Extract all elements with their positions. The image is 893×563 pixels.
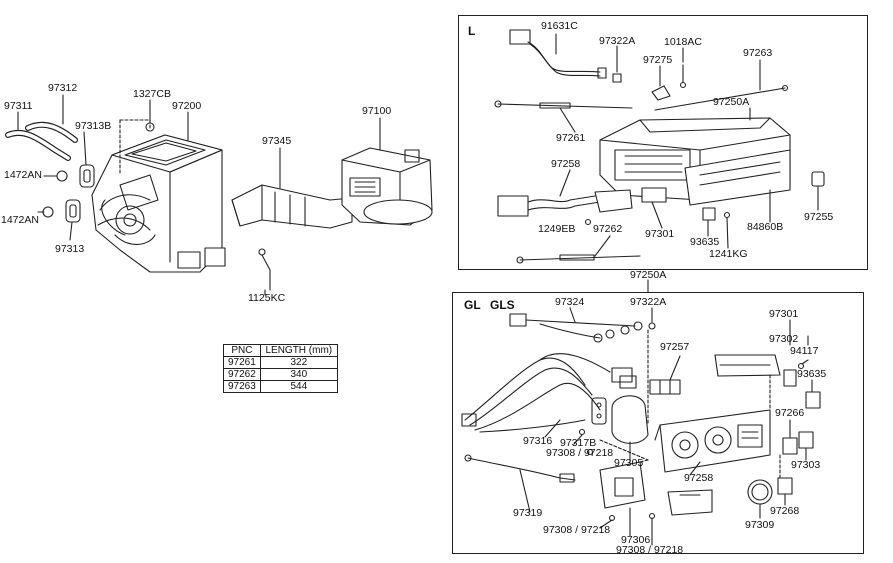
hose-97311 <box>5 121 78 161</box>
switch-97301-bot <box>714 354 821 409</box>
panel-gl-gls <box>452 292 864 554</box>
bracket-97306 <box>599 461 713 516</box>
blower-97100 <box>341 147 433 226</box>
label-97266: 97266 <box>775 407 805 419</box>
label-97200: 97200 <box>172 100 202 112</box>
label-1249EB: 1249EB <box>538 223 576 235</box>
cable-97263 <box>654 87 786 111</box>
harness-91631C <box>509 29 607 79</box>
left-leaders <box>17 94 381 296</box>
label-84860B: 84860B <box>747 221 784 233</box>
label-1472AN-b: 1472AN <box>1 214 39 226</box>
duct-97345 <box>231 184 353 229</box>
panel-l <box>458 15 868 270</box>
label-97308-97218-b: 97308 / 97218 <box>543 524 611 536</box>
top-panel-leaders <box>555 33 819 257</box>
table-row: 97262 340 <box>223 368 338 381</box>
label-1125KC: 1125KC <box>248 292 286 304</box>
label-97306: 97306 <box>621 534 651 546</box>
label-1241KG: 1241KG <box>709 248 748 260</box>
label-97313B: 97313B <box>75 120 112 132</box>
label-97261: 97261 <box>556 132 586 144</box>
table-cell-length: 322 <box>259 356 338 369</box>
label-97262: 97262 <box>593 223 623 235</box>
label-1018AC: 1018AC <box>664 36 702 48</box>
grommets <box>42 164 95 223</box>
knob-97309 <box>747 479 773 505</box>
table-row: 97263 544 <box>223 380 338 393</box>
switch-97257 <box>649 379 681 395</box>
label-97322A-bot: 97322A <box>630 296 667 308</box>
knob-93635 <box>702 207 716 221</box>
label-1327CB: 1327CB <box>133 88 171 100</box>
bezel-84860B <box>684 149 791 206</box>
table-header-length: LENGTH (mm) <box>259 344 338 357</box>
label-91631C: 91631C <box>541 20 578 32</box>
label-97308-97218-c: 97308 / 97218 <box>616 544 684 556</box>
label-97275: 97275 <box>643 54 673 66</box>
cable-97319 <box>464 454 576 483</box>
label-97345: 97345 <box>262 135 292 147</box>
switch-97301 <box>641 187 667 203</box>
label-97301-top: 97301 <box>645 228 675 240</box>
label-97303: 97303 <box>791 459 821 471</box>
assembly-lines <box>599 329 781 479</box>
harness-97258-top <box>497 189 633 217</box>
clip-97322A <box>612 73 622 83</box>
label-97319: 97319 <box>513 507 543 519</box>
label-94117: 94117 <box>790 345 819 357</box>
table-cell-pnc: 97261 <box>223 356 261 369</box>
clip-97275 <box>651 85 671 101</box>
label-97302: 97302 <box>769 333 799 345</box>
label-97301-bot: 97301 <box>769 308 799 320</box>
table-header-pnc: PNC <box>223 344 261 357</box>
panel-tag-gl: GL <box>464 298 481 312</box>
label-97258-top: 97258 <box>551 158 581 170</box>
label-97316: 97316 <box>523 435 553 447</box>
table-cell-length: 340 <box>259 368 338 381</box>
wiring-97316 <box>461 353 637 433</box>
label-97258-bot: 97258 <box>684 472 714 484</box>
label-97257: 97257 <box>660 341 690 353</box>
label-97313: 97313 <box>55 243 85 255</box>
resistor-97305 <box>591 395 649 444</box>
label-97250A-top: 97250A <box>713 96 750 108</box>
label-97250A-mid: 97250A <box>630 269 667 281</box>
label-97305: 97305 <box>614 457 644 469</box>
clip-97322A-bot <box>648 322 656 330</box>
pnc-length-table: PNC LENGTH (mm) 97261 322 97262 340 9726… <box>223 344 338 393</box>
label-97317B: 97317B <box>560 437 597 449</box>
harness-97324 <box>509 313 643 343</box>
label-97311: 97311 <box>4 100 33 112</box>
label-93635-top: 93635 <box>690 236 720 248</box>
label-97263: 97263 <box>743 47 773 59</box>
panel-tag-l: L <box>468 24 476 38</box>
panel-tag-gls: GLS <box>490 298 515 312</box>
cable-97262 <box>519 255 641 261</box>
cable-97261 <box>497 103 633 109</box>
screw-1125KC <box>258 248 271 291</box>
label-1472AN-a: 1472AN <box>4 169 42 181</box>
control-panel-97258 <box>654 409 771 473</box>
label-97309: 97309 <box>745 519 775 531</box>
table-cell-length: 544 <box>259 380 338 393</box>
label-97268: 97268 <box>770 505 800 517</box>
label-97100: 97100 <box>362 105 392 117</box>
label-97322A-top: 97322A <box>599 35 636 47</box>
label-97312: 97312 <box>48 82 78 94</box>
label-97255: 97255 <box>804 211 834 223</box>
label-97324: 97324 <box>555 296 585 308</box>
label-93635-bot: 93635 <box>797 368 827 380</box>
table-header-row: PNC LENGTH (mm) <box>223 344 338 357</box>
table-row: 97261 322 <box>223 356 338 369</box>
bottom-panel-leaders <box>519 307 813 546</box>
table-cell-pnc: 97262 <box>223 368 261 381</box>
label-97308-97218-a: 97308 / 97218 <box>546 447 614 459</box>
heater-unit-97200 <box>91 134 226 273</box>
table-cell-pnc: 97263 <box>223 380 261 393</box>
